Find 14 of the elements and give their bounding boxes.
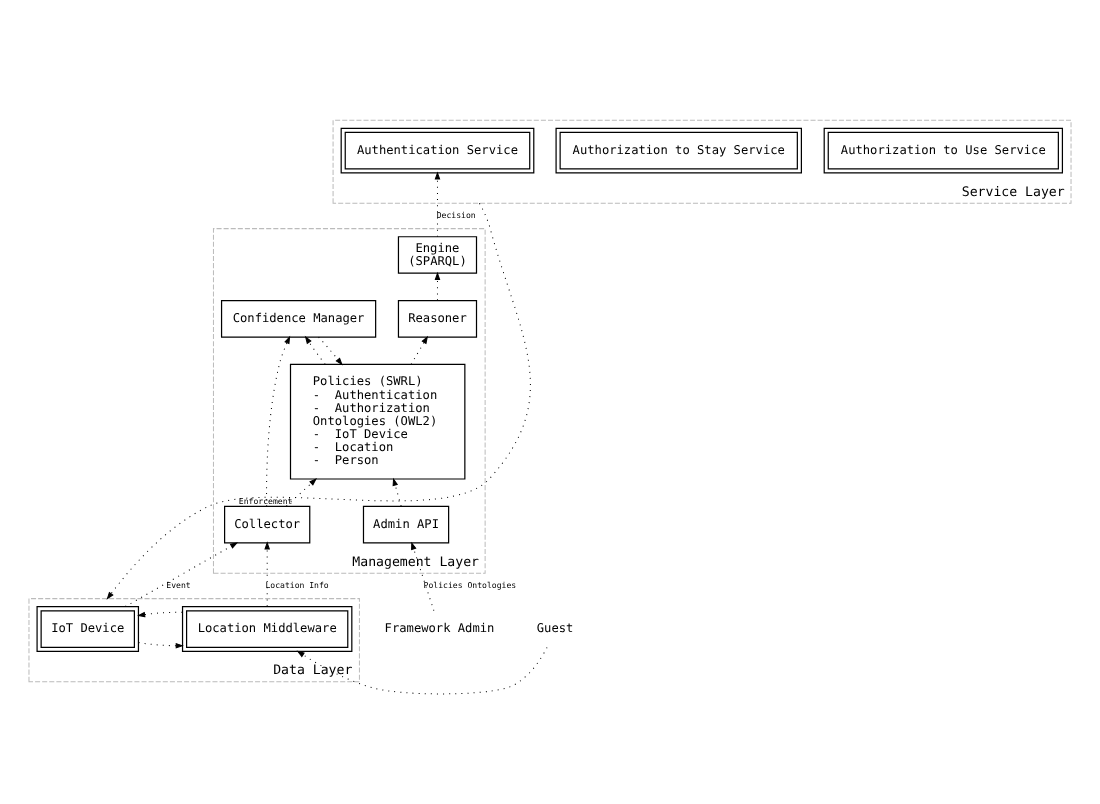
- arrow: [434, 170, 441, 237]
- arrow: [318, 335, 343, 365]
- arrow: [411, 540, 435, 611]
- arrow: [137, 610, 183, 617]
- arrow: [285, 477, 318, 506]
- arrow: [266, 334, 291, 506]
- arrow: [304, 334, 326, 364]
- arrow: [138, 641, 184, 648]
- arrow: [296, 645, 548, 694]
- arrow: [264, 540, 271, 606]
- arrow: [106, 201, 531, 599]
- arrow: [410, 334, 429, 364]
- arrow: [392, 476, 402, 506]
- arrow: [124, 541, 239, 607]
